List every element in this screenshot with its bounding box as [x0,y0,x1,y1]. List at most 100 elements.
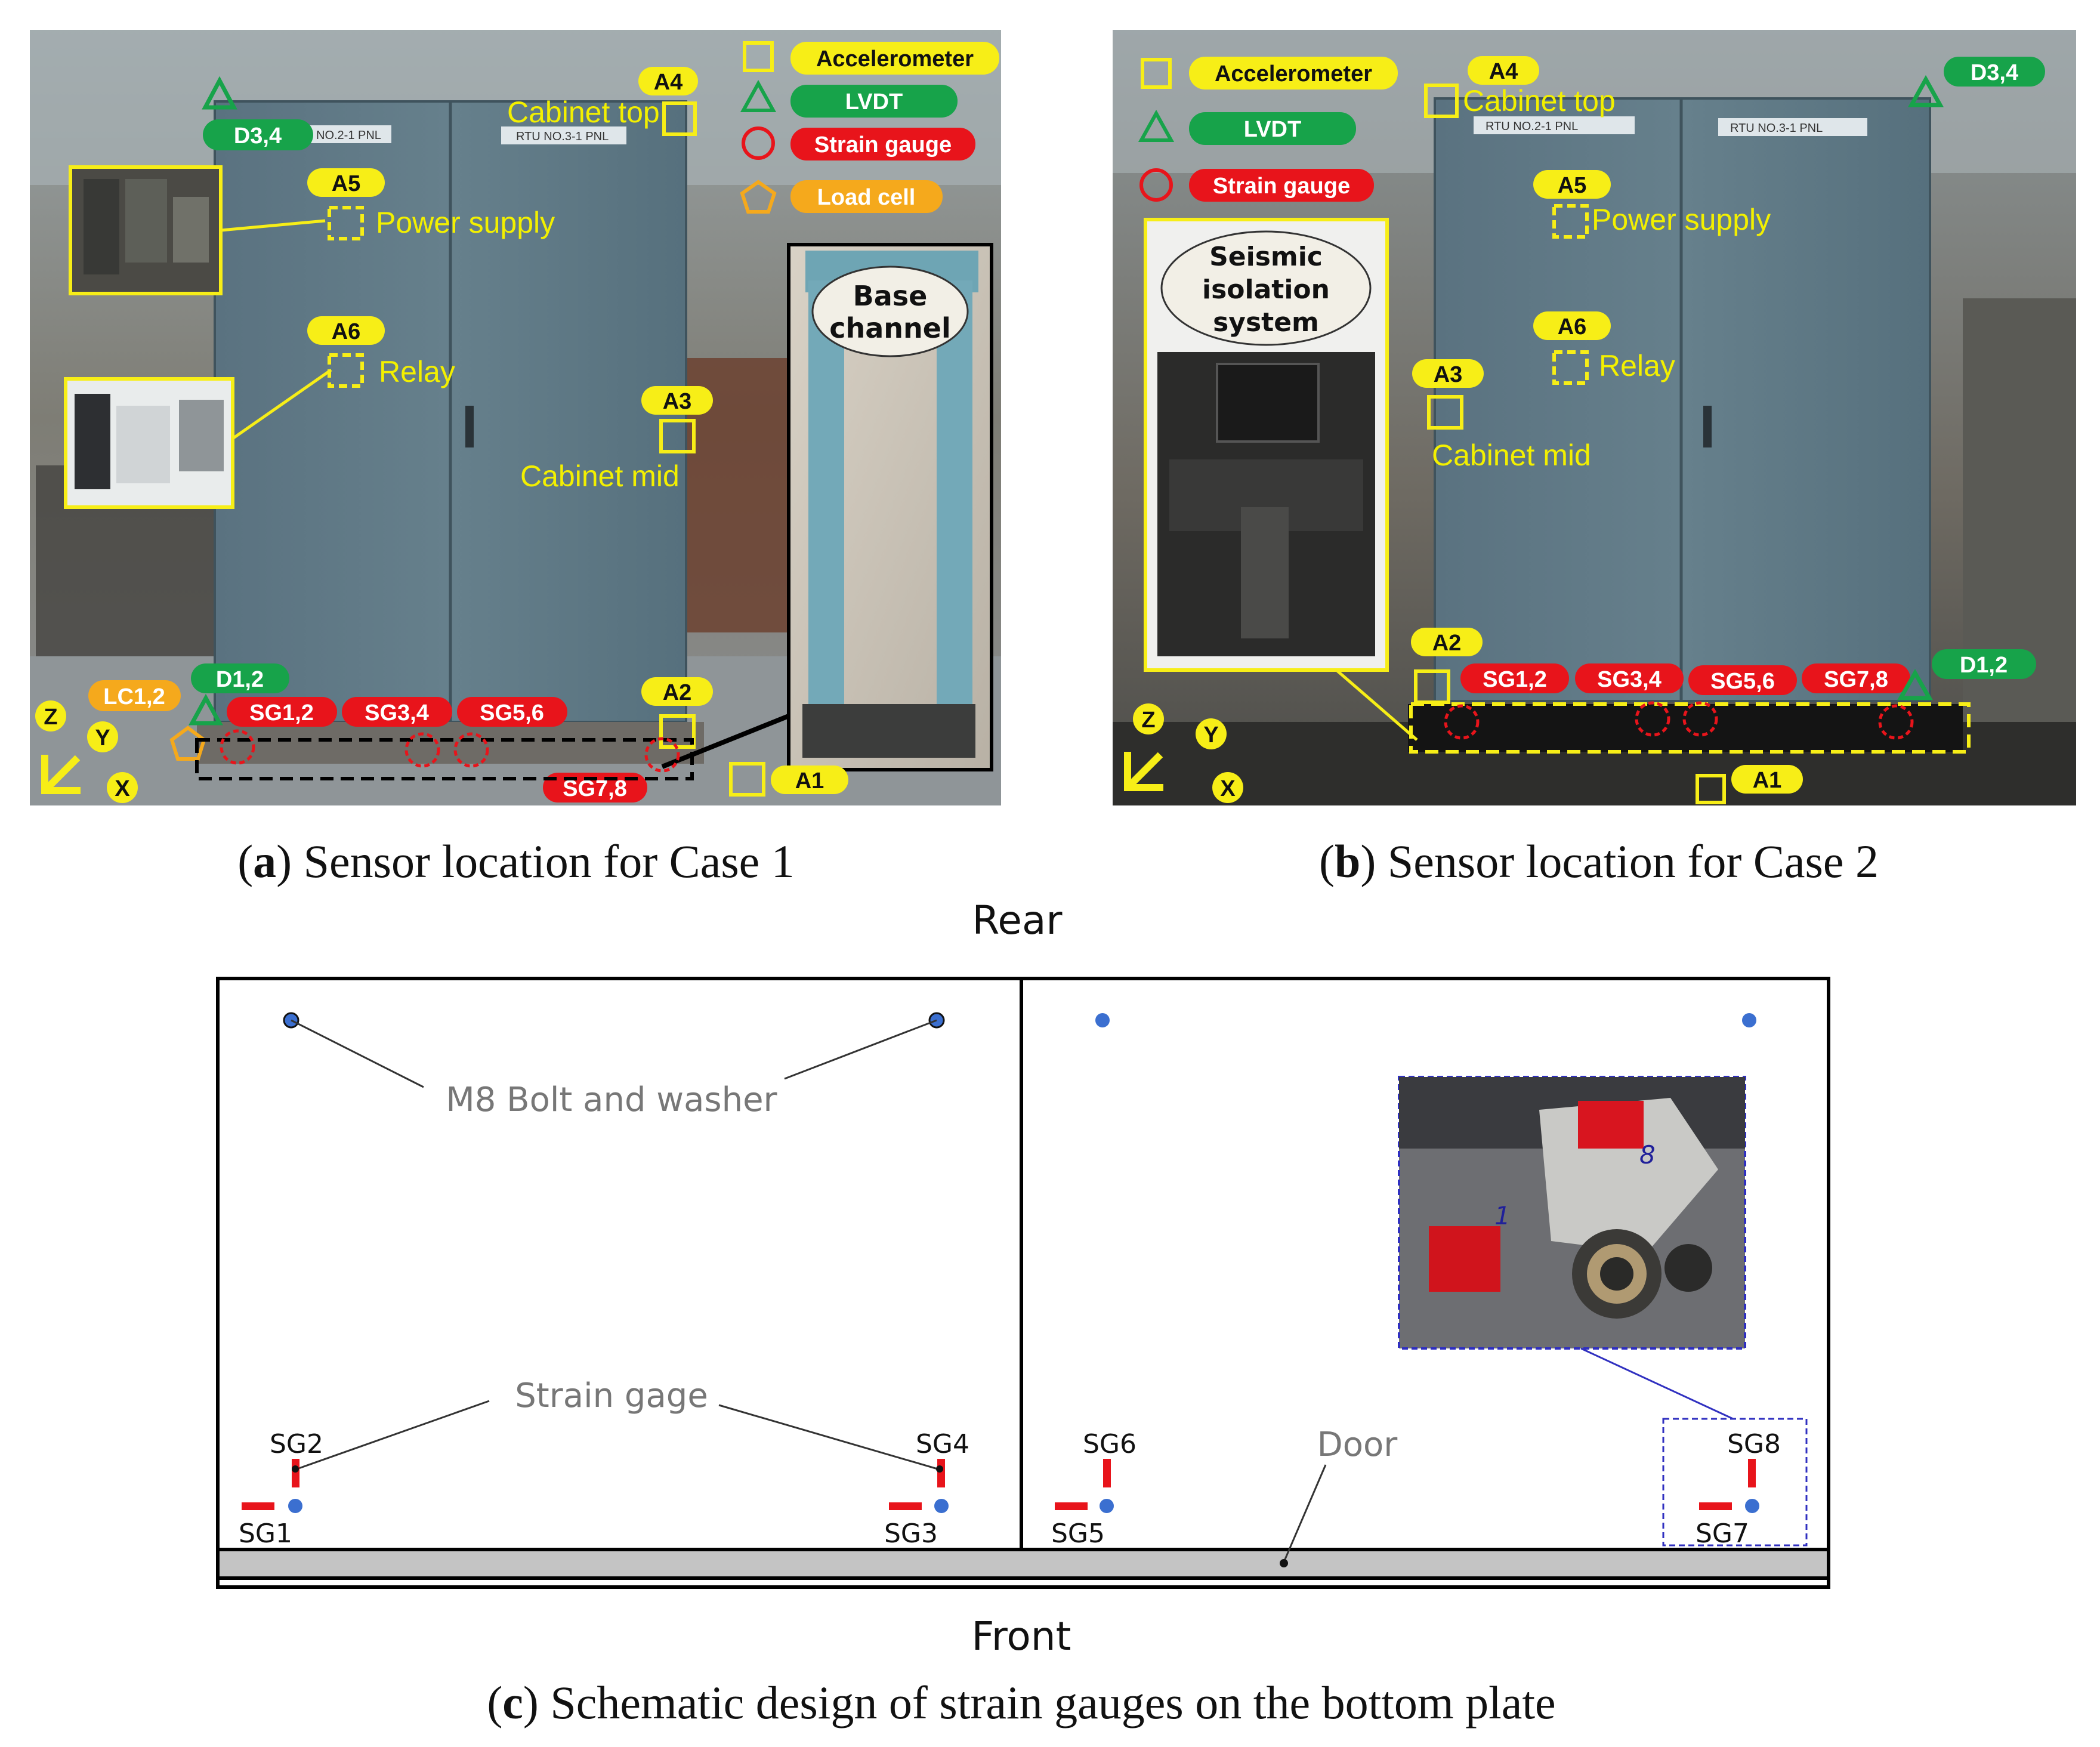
accelerometer-icon [743,41,774,72]
sg8-mark [1748,1459,1756,1487]
b-power-supply: Power supply [1592,203,1771,236]
panel-b-sensors: A4 Cabinet top D3,4 A5 Power supply A6 R… [1124,56,2045,804]
sg3-label: SG3 [884,1518,938,1549]
b-relay: Relay [1599,349,1675,382]
b-cabinet-top: Cabinet top [1463,84,1616,118]
relay-inset [64,368,332,509]
b-label-d12: D1,2 [1960,653,2008,678]
b-label-sg78: SG7,8 [1824,667,1888,692]
a-power-supply: Power supply [376,206,555,239]
front-label: Front [972,1613,1071,1659]
sg4-mark [937,1459,945,1487]
legend-a-loadcell: Load cell [817,185,916,210]
b-label-a6: A6 [1558,314,1587,339]
rear-label: Rear [972,897,1063,943]
plate-label-b1: RTU NO.2-1 PNL [1486,120,1578,133]
photo-mark-1: 1 [1494,1201,1511,1230]
sg5-label: SG5 [1051,1518,1105,1549]
base-channel-line1: Base [853,280,928,312]
load-cell-icon [740,180,777,214]
a-cabinet-top: Cabinet top [507,95,660,129]
sg2-mark [292,1459,299,1487]
sg6-label: SG6 [1083,1429,1137,1459]
b-label-sg34: SG3,4 [1597,667,1662,692]
power-supply-inset [69,165,326,295]
sg7-mark [1699,1502,1732,1510]
strain-gauge-icon-b [1139,168,1173,202]
bolt-icon [1095,1013,1110,1027]
strain-gage-label: Strain gage [515,1376,708,1415]
seismic-line1: Seismic [1209,242,1323,272]
a-relay: Relay [379,355,455,388]
a-label-a3: A3 [663,389,692,414]
legend-a-accelerometer: Accelerometer [816,47,974,72]
strain-gauge-icon [742,126,775,160]
plate-label-b2: RTU NO.3-1 PNL [1730,122,1823,135]
door-label: Door [1317,1425,1398,1464]
lvdt-icon-b [1138,109,1175,142]
a-axis-z: Z [44,705,57,730]
sg4-label: SG4 [916,1429,969,1459]
seismic-line2: isolation [1202,274,1330,305]
b-label-d34: D3,4 [1971,60,2018,85]
seismic-line3: system [1213,307,1319,338]
accelerometer-icon-b [1141,58,1172,89]
b-axis-y: Y [1203,723,1218,748]
legend-a-strain: Strain gauge [814,132,952,158]
a-axis-x: X [115,776,130,801]
door-strip [216,1548,1830,1580]
photo-mark-8: 8 [1639,1140,1656,1169]
base-channel-line2: channel [829,312,951,344]
sg3-mark [889,1502,922,1510]
legend-b-strain: Strain gauge [1213,174,1350,199]
sg7-label: SG7 [1696,1518,1749,1549]
a-label-sg34: SG3,4 [365,700,429,726]
sg8-label: SG8 [1727,1429,1781,1459]
a-label-d34: D3,4 [234,124,282,149]
legend-b: Accelerometer LVDT Strain gauge [1138,57,1398,202]
b-label-a4: A4 [1489,59,1518,84]
a-label-lc12: LC1,2 [103,684,165,709]
panel-a-sensors: A4 Cabinet top D3,4 A5 Power supply A6 R… [35,67,848,803]
caption-c: (c) Schematic design of strain gauges on… [487,1677,1555,1729]
b-label-sg12: SG1,2 [1483,667,1547,692]
a-label-sg12: SG1,2 [249,700,314,726]
legend-b-lvdt: LVDT [1244,117,1301,142]
sg1-label: SG1 [239,1518,292,1549]
sg1-mark [242,1502,274,1510]
seismic-isolation-inset: Seismic isolation system [1144,218,1418,741]
b-label-sg56: SG5,6 [1710,669,1775,694]
bolt-icon [1742,1013,1756,1027]
a-label-a2: A2 [663,680,692,705]
sg78-highlight [1662,1418,1808,1547]
b-axis-x: X [1220,776,1236,801]
bottom-plate-schematic: M8 Bolt and washer Strain gage SG1 SG2 S… [216,977,1830,1589]
sg2-label: SG2 [270,1429,323,1459]
sg5-mark [1055,1502,1088,1510]
strain-gauge-photo-inset: 8 1 [1398,1076,1746,1420]
legend-a-lvdt: LVDT [845,89,903,115]
a-cabinet-mid: Cabinet mid [520,459,680,493]
a-label-a6: A6 [332,319,361,344]
plate-label-a2: RTU NO.3-1 PNL [516,130,609,143]
a-label-a5: A5 [332,171,361,196]
bolt-label: M8 Bolt and washer [446,1081,777,1119]
b-label-a3: A3 [1434,362,1463,387]
b-label-a5: A5 [1558,173,1587,198]
a-label-d12: D1,2 [216,667,264,692]
caption-a: (a) Sensor location for Case 1 [237,835,795,887]
plate-label-a1: NO.2-1 PNL [316,129,381,142]
lvdt-icon [740,79,777,112]
b-axis-z: Z [1141,708,1155,733]
a-label-a1: A1 [795,768,824,794]
a-label-a4: A4 [654,70,683,95]
b-label-a1: A1 [1753,768,1782,793]
legend-b-accelerometer: Accelerometer [1215,61,1372,87]
sg6-mark [1103,1459,1111,1487]
a-axis-y: Y [95,726,110,751]
caption-b: (b) Sensor location for Case 2 [1319,835,1879,887]
a-label-sg56: SG5,6 [480,700,544,726]
legend-a: Accelerometer LVDT Strain gauge Load cel… [740,41,999,214]
b-label-a2: A2 [1432,631,1462,656]
b-cabinet-mid: Cabinet mid [1432,439,1591,472]
